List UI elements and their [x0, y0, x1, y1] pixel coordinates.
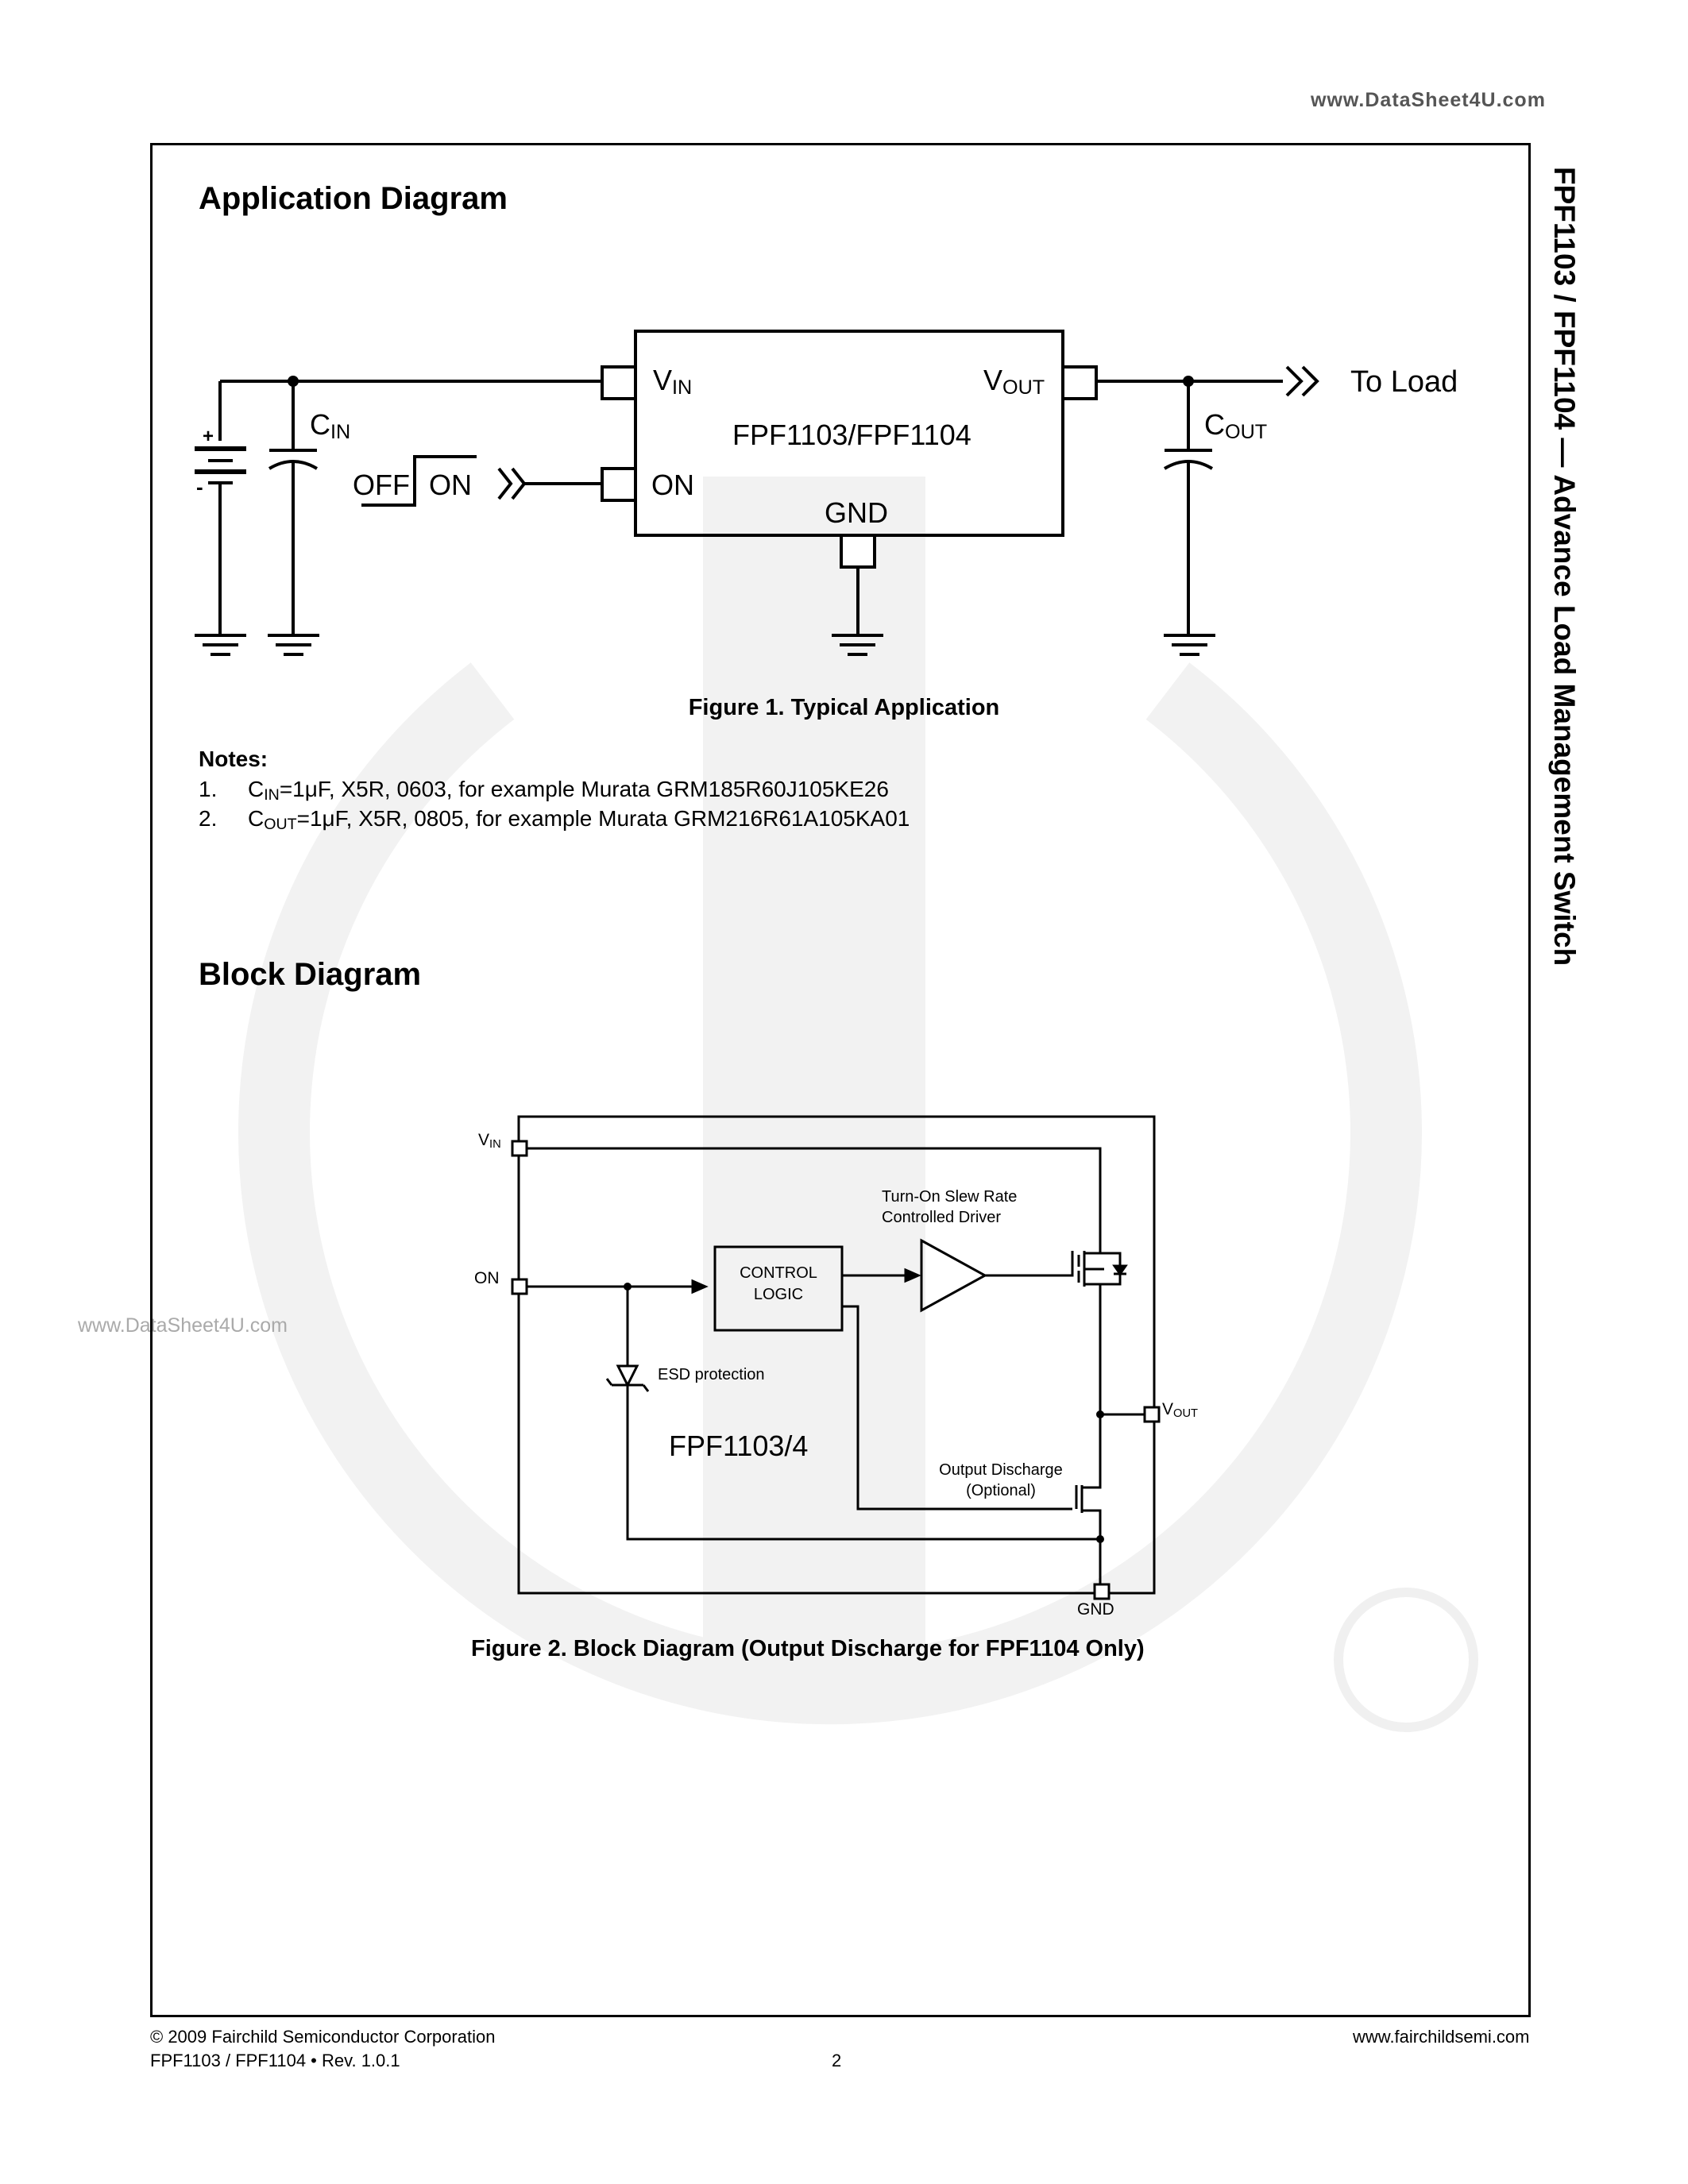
side-site-url[interactable]: www.DataSheet4U.com	[78, 1314, 288, 1337]
block-vout-pin	[1143, 1406, 1161, 1423]
figure-1-caption: Figure 1. Typical Application	[688, 695, 1000, 720]
vin-pin	[601, 365, 637, 400]
battery-plus: +	[203, 426, 214, 447]
cout-label: COUT	[1204, 408, 1268, 444]
block-vin-pin	[511, 1140, 528, 1157]
application-diagram-heading: Application Diagram	[199, 181, 508, 216]
footer-part-rev: FPF1103 / FPF1104 • Rev. 1.0.1	[150, 2051, 400, 2070]
block-diagram	[511, 1115, 1161, 1600]
note-item-1: 1.CIN=1μF, X5R, 0603, for example Murata…	[199, 777, 889, 804]
chip-vin-label: VIN	[653, 364, 693, 399]
chip-on-label: ON	[651, 469, 694, 501]
page-frame	[150, 143, 1531, 2017]
note-item-2: 2.COUT=1μF, X5R, 0805, for example Murat…	[199, 806, 910, 833]
to-load-label: To Load	[1350, 365, 1458, 399]
block-on-label: ON	[474, 1269, 500, 1287]
block-on-pin	[511, 1278, 528, 1295]
control-logic-block	[713, 1245, 844, 1332]
part-label: FPF1103/4	[669, 1430, 809, 1462]
on-label: ON	[429, 469, 472, 501]
block-gnd-pin	[1093, 1583, 1111, 1600]
footer-page-number: 2	[832, 2051, 842, 2070]
header-site-url[interactable]: www.DataSheet4U.com	[1311, 89, 1546, 111]
discharge-label: Output Discharge(Optional)	[939, 1461, 1063, 1499]
on-pin	[601, 467, 637, 502]
off-label: OFF	[353, 469, 410, 501]
battery-minus: -	[196, 475, 203, 499]
block-vin-label: VIN	[478, 1131, 501, 1151]
chip-part-label: FPF1103/FPF1104	[732, 419, 971, 451]
figure-2-caption: Figure 2. Block Diagram (Output Discharg…	[471, 1636, 1145, 1661]
footer-copyright: © 2009 Fairchild Semiconductor Corporati…	[150, 2027, 496, 2047]
chip-gnd-label: GND	[825, 496, 888, 529]
block-vout-label: VOUT	[1162, 1400, 1199, 1420]
chip-vout-label: VOUT	[983, 364, 1045, 399]
application-diagram: + -	[195, 330, 1319, 656]
gnd-pin	[840, 534, 876, 569]
notes-heading: Notes:	[199, 747, 268, 771]
footer-website[interactable]: www.fairchildsemi.com	[1353, 2027, 1530, 2047]
vout-pin	[1061, 365, 1098, 400]
esd-label: ESD protection	[658, 1366, 765, 1383]
block-diagram-heading: Block Diagram	[199, 957, 422, 992]
cin-label: CIN	[310, 408, 351, 444]
block-gnd-label: GND	[1077, 1600, 1114, 1619]
driver-buffer	[920, 1238, 988, 1313]
